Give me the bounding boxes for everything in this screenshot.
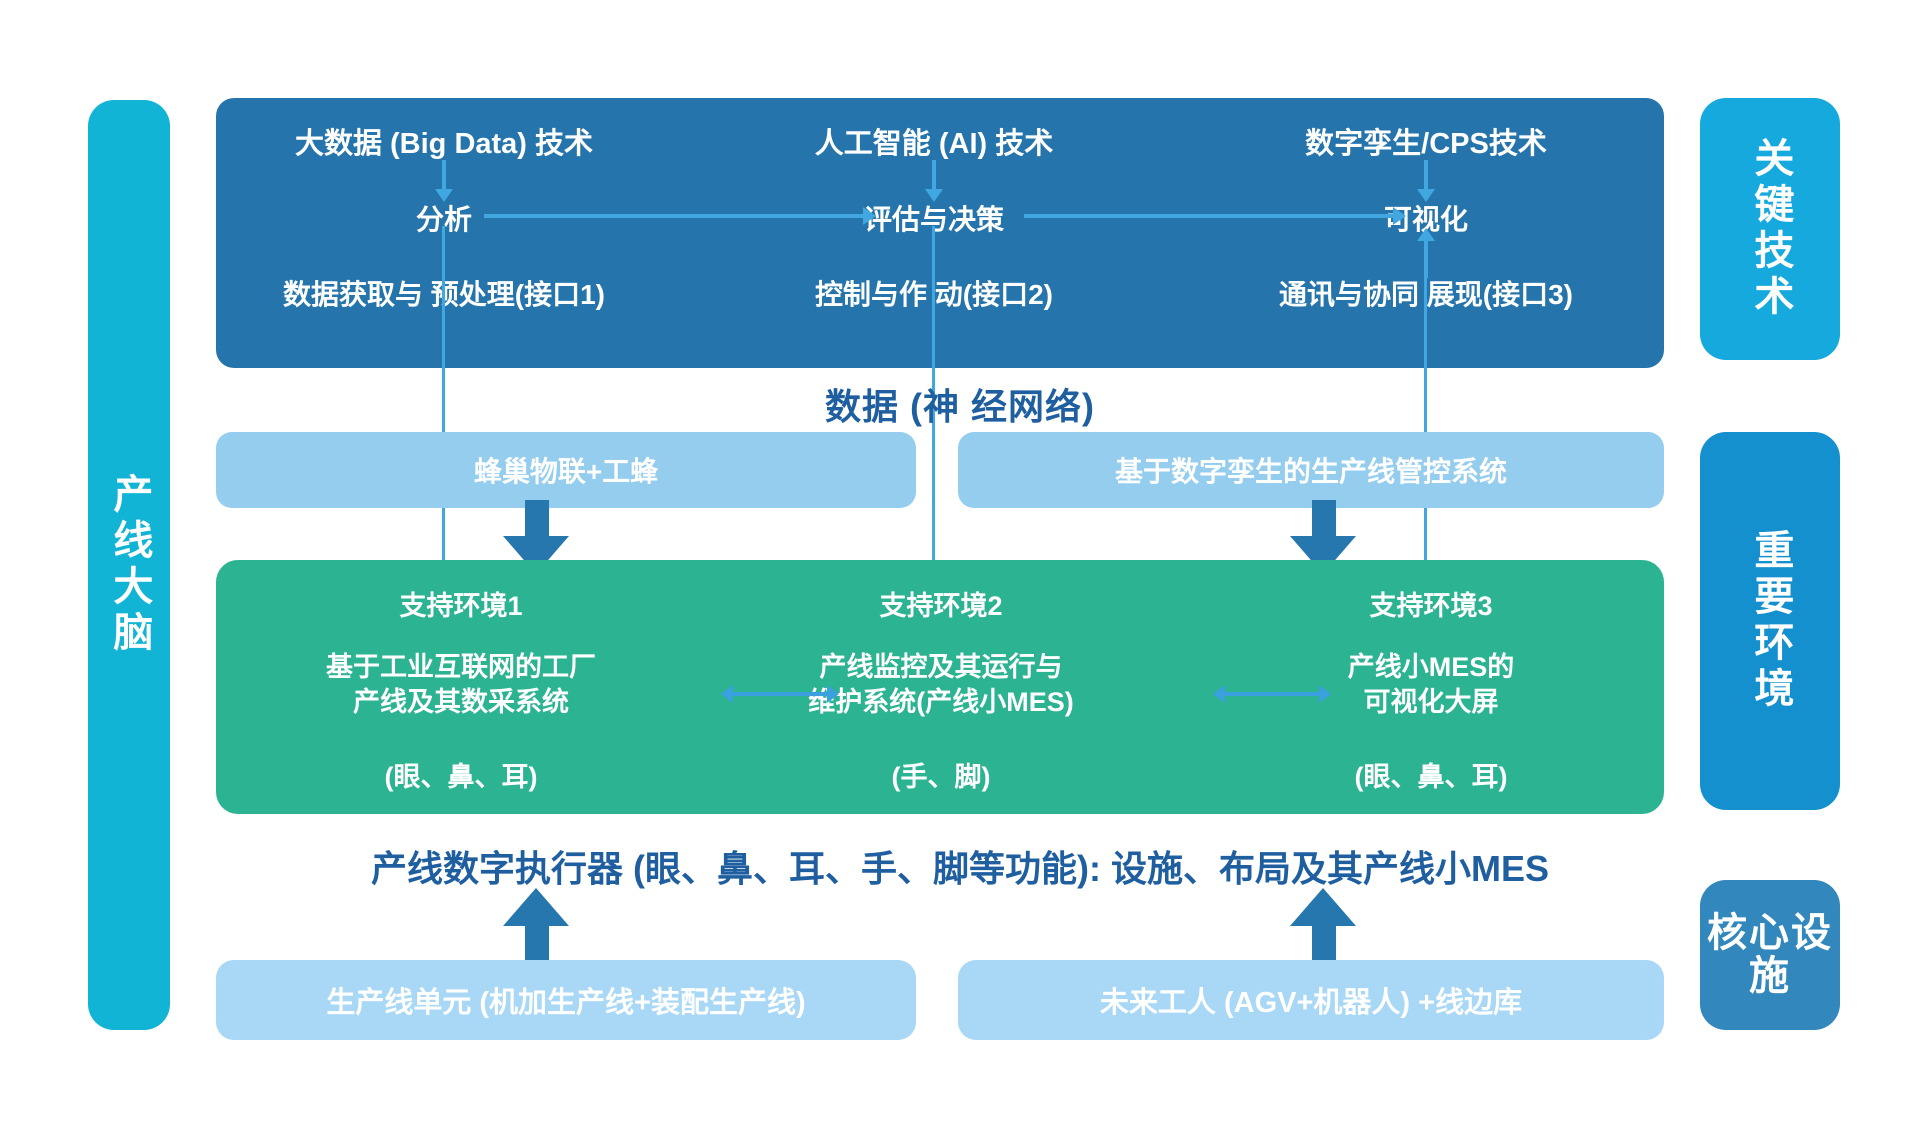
arrow-down-twin-to-visualization xyxy=(1417,160,1435,202)
facility-box-future-worker-label: 未来工人 (AGV+机器人) +线边库 xyxy=(1099,987,1523,1019)
facility-box-production-line-unit[interactable]: 生产线单元 (机加生产线+装配生产线) xyxy=(216,960,916,1040)
env-body-1-line2: 产线及其数采系统 xyxy=(353,687,569,718)
arrow-down-bigdata-to-analysis xyxy=(435,160,453,202)
block-arrow-future-worker-up xyxy=(1290,888,1356,960)
key-technology-panel: 大数据 (Big Data) 技术 分析 数据获取与 预处理(接口1) 人工智能… xyxy=(216,98,1664,368)
platform-box-digital-twin-control-label: 基于数字孪生的生产线管控系统 xyxy=(1114,456,1507,487)
arrow-bidirectional-env1-env2 xyxy=(721,685,839,703)
block-arrow-production-line-up xyxy=(503,888,569,960)
env-column-1: 支持环境1 基于工业互联网的工厂 产线及其数采系统 (眼、鼻、耳) xyxy=(246,560,676,814)
platform-box-hive-iot-label: 蜂巢物联+工蜂 xyxy=(473,456,659,487)
tech-title-digital-twin: 数字孪生/CPS技术 xyxy=(1305,128,1547,160)
env-body-2: 产线监控及其运行与 维护系统(产线小MES) xyxy=(726,650,1156,720)
executor-caption: 产线数字执行器 (眼、鼻、耳、手、脚等功能): 设施、布局及其产线小MES xyxy=(371,848,1549,889)
env-body-1: 基于工业互联网的工厂 产线及其数采系统 xyxy=(246,650,676,720)
platform-box-hive-iot[interactable]: 蜂巢物联+工蜂 xyxy=(216,432,916,508)
rail-production-line-brain: 产线大脑 xyxy=(88,100,170,1030)
block-arrow-shaft xyxy=(525,920,549,960)
rail-important-environment: 重要环境 xyxy=(1700,432,1840,810)
tech-title-big-data: 大数据 (Big Data) 技术 xyxy=(294,128,594,160)
env-head-3: 支持环境3 xyxy=(1369,591,1493,621)
data-neural-network-caption: 数据 (神 经网络) xyxy=(825,386,1095,427)
connector-decision-downward xyxy=(932,226,935,368)
env-head-1: 支持环境1 xyxy=(399,591,523,621)
block-arrow-shaft xyxy=(1312,500,1336,540)
connector-interface2-to-env2 xyxy=(932,368,935,596)
rail-core-facility: 核心设施 xyxy=(1700,880,1840,1030)
env-column-2: 支持环境2 产线监控及其运行与 维护系统(产线小MES) (手、脚) xyxy=(726,560,1156,814)
block-arrow-head xyxy=(1290,888,1356,926)
arrow-right-analysis-to-decision xyxy=(484,207,876,225)
env-organs-2: (手、脚) xyxy=(891,762,991,792)
rail-key-technology: 关键技术 xyxy=(1700,98,1840,360)
env-body-2-line1: 产线监控及其运行与 xyxy=(819,652,1063,682)
facility-box-production-line-unit-label: 生产线单元 (机加生产线+装配生产线) xyxy=(326,987,806,1019)
rail-left-label: 产线大脑 xyxy=(107,473,152,657)
block-arrow-shaft xyxy=(1312,920,1336,960)
connector-analysis-downward xyxy=(442,226,445,276)
arrow-right-decision-to-visualization xyxy=(1024,207,1406,225)
rail-key-technology-label: 关键技术 xyxy=(1748,137,1793,321)
env-organs-3: (眼、鼻、耳) xyxy=(1354,762,1508,792)
block-arrow-head xyxy=(503,888,569,926)
rail-important-environment-label: 重要环境 xyxy=(1748,529,1793,713)
facility-box-future-worker[interactable]: 未来工人 (AGV+机器人) +线边库 xyxy=(958,960,1664,1040)
env-head-2: 支持环境2 xyxy=(879,591,1003,621)
rail-core-facility-label: 核心设施 xyxy=(1707,910,1833,998)
env-body-2-line2: 维护系统(产线小MES) xyxy=(808,687,1074,718)
env-body-1-line1: 基于工业互联网的工厂 xyxy=(326,652,596,682)
env-body-3: 产线小MES的 可视化大屏 xyxy=(1216,650,1646,720)
env-body-3-line2: 可视化大屏 xyxy=(1363,687,1499,718)
arrow-up-interface3-to-visualization xyxy=(1417,228,1435,278)
tech-title-ai: 人工智能 (AI) 技术 xyxy=(814,128,1054,160)
env-column-3: 支持环境3 产线小MES的 可视化大屏 (眼、鼻、耳) xyxy=(1216,560,1646,814)
platform-box-digital-twin-control[interactable]: 基于数字孪生的生产线管控系统 xyxy=(958,432,1664,508)
arrow-down-ai-to-decision xyxy=(925,160,943,202)
env-body-3-line1: 产线小MES的 xyxy=(1347,652,1515,682)
important-environment-panel: 支持环境1 基于工业互联网的工厂 产线及其数采系统 (眼、鼻、耳) 支持环境2 … xyxy=(216,560,1664,814)
arrow-bidirectional-env2-env3 xyxy=(1213,685,1331,703)
block-arrow-shaft xyxy=(525,500,549,540)
env-organs-1: (眼、鼻、耳) xyxy=(384,762,538,792)
